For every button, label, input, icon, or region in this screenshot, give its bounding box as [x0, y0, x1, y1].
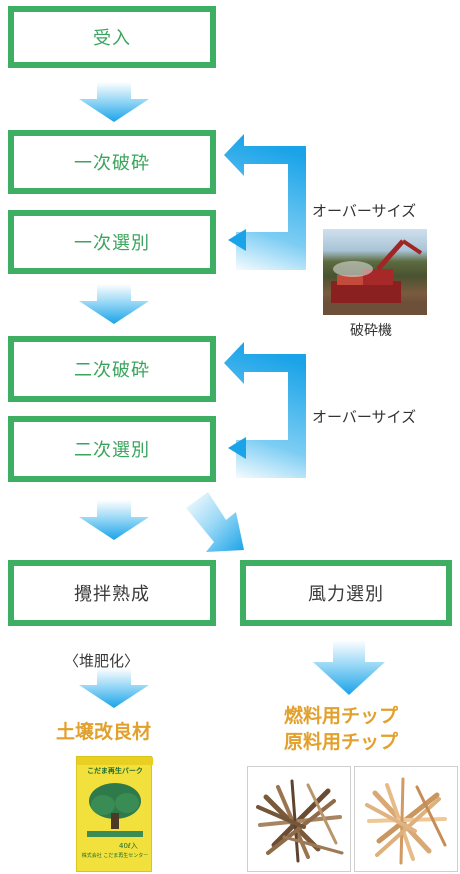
- step-primary-crush: 一次破砕: [8, 130, 216, 194]
- compost-label: 〈堆肥化〉: [64, 652, 140, 670]
- down-arrow-diag: [186, 492, 244, 552]
- fuel-chip-label: 燃料用チップ: [284, 705, 399, 727]
- oversize-label-2: オーバーサイズ: [312, 408, 417, 426]
- step-secondary-sort-label: 二次選別: [74, 440, 150, 461]
- down-arrow-chips: [313, 640, 385, 695]
- down-arrow-compost: [79, 668, 149, 708]
- step-stir-mature-label: 攪拌熟成: [74, 584, 150, 605]
- step-primary-sort-label: 一次選別: [74, 233, 150, 254]
- step-receive-label: 受入: [93, 28, 131, 49]
- oversize-label-1: オーバーサイズ: [312, 202, 417, 220]
- oversize-loop-1: [224, 134, 306, 270]
- tree-icon: [87, 783, 143, 837]
- oversize-loop-2-arrowhead: [228, 437, 246, 459]
- step-stir-mature: 攪拌熟成: [8, 560, 216, 626]
- bag-maker: 株式会社 こだま再生センター: [81, 853, 149, 859]
- oversize-loop-2: [224, 342, 306, 478]
- step-primary-sort: 一次選別: [8, 210, 216, 274]
- fuel-chip-photo: [247, 766, 351, 872]
- raw-chip-label: 原料用チップ: [284, 731, 399, 753]
- down-arrow-2: [79, 284, 149, 324]
- step-secondary-sort: 二次選別: [8, 416, 216, 482]
- down-arrow-1: [79, 82, 149, 122]
- crusher-caption: 破砕機: [350, 323, 392, 339]
- raw-chip-photo: [354, 766, 458, 872]
- oversize-loop-1-arrowhead: [228, 229, 246, 251]
- step-primary-crush-label: 一次破砕: [74, 153, 150, 174]
- step-secondary-crush: 二次破砕: [8, 336, 216, 402]
- step-receive: 受入: [8, 6, 216, 68]
- crusher-photo: [323, 229, 427, 315]
- compost-bag: こだま再生バーク 40ℓ入 株式会社 こだま再生センター: [76, 756, 153, 872]
- step-secondary-crush-label: 二次破砕: [74, 360, 150, 381]
- soil-improver-label: 土壌改良材: [56, 721, 152, 743]
- bag-weight: 40ℓ入: [119, 842, 138, 850]
- bag-title: こだま再生バーク: [87, 767, 143, 775]
- down-arrow-3: [79, 500, 149, 540]
- bag-top-band: [77, 757, 153, 765]
- step-wind-sort: 風力選別: [240, 560, 452, 626]
- step-wind-sort-label: 風力選別: [308, 584, 384, 605]
